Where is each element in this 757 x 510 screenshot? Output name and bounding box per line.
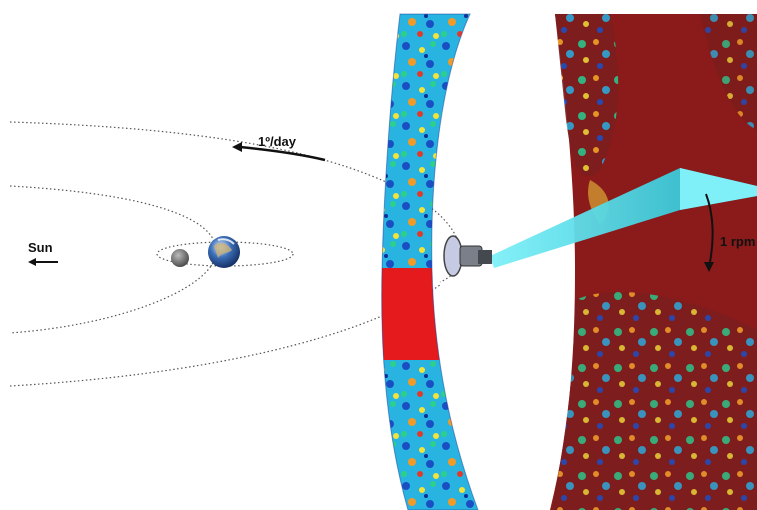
moon-icon [171, 249, 189, 267]
sun-label: Sun [28, 240, 53, 255]
orbit-direction-arrow [232, 142, 326, 162]
spacecraft-icon [443, 235, 492, 277]
spin-rate-label: 1 rpm [720, 234, 755, 249]
orbit-lower [9, 284, 441, 387]
scan-ring-far [550, 14, 757, 510]
sun-arrow-icon [28, 258, 58, 266]
spin-arrow-icon [704, 193, 714, 272]
earth-icon [208, 236, 240, 268]
orbit-rate-label: 1º/day [258, 134, 297, 149]
